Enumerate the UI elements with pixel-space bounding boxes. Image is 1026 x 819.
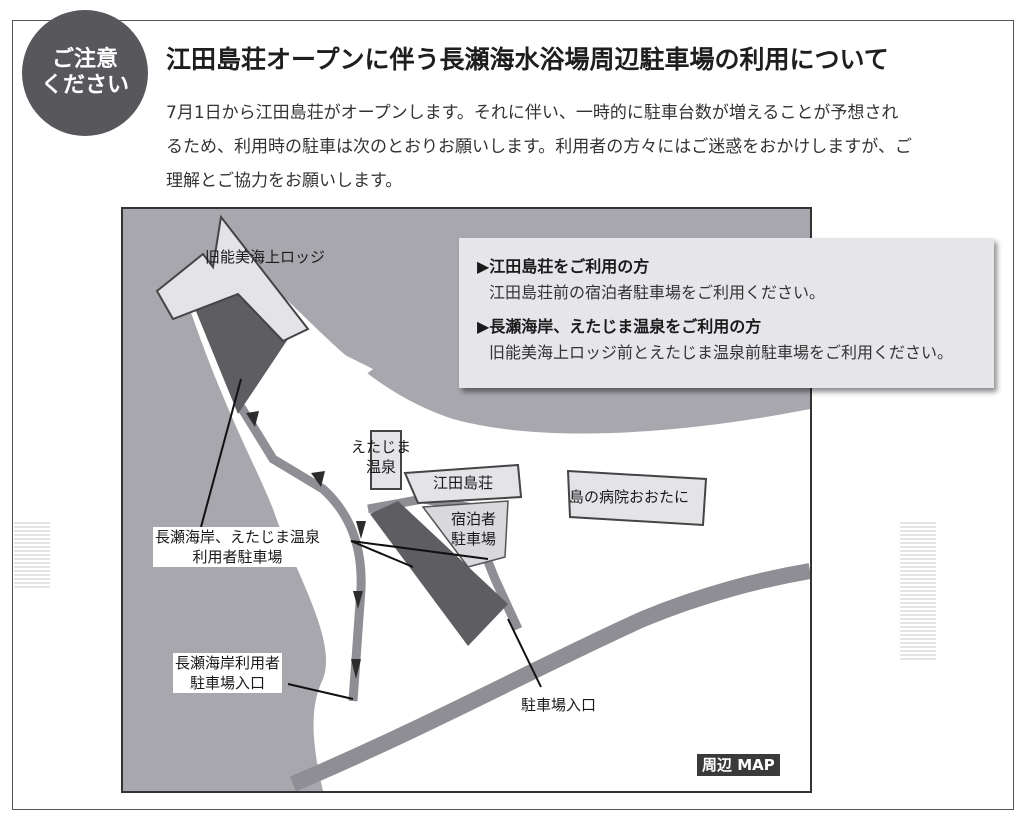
label-beach-parking: 長瀬海岸、えたじま温泉 利用者駐車場 — [153, 527, 323, 567]
arrow-1 — [351, 659, 361, 679]
label-guest-parking-line-2: 駐車場 — [451, 530, 497, 548]
main-road — [289, 563, 810, 791]
badge-line-1: ご注意 — [51, 47, 118, 72]
label-hospital: 島の病院おおたに — [569, 488, 690, 506]
guest-parking — [421, 500, 509, 568]
label-beach-entrance-line-1: 長瀬海岸利用者 — [175, 654, 281, 672]
label-beach-entrance-line-2: 駐車場入口 — [190, 674, 266, 692]
edge-decoration-left — [14, 520, 50, 590]
label-lodge: 旧能美海上ロッジ — [205, 248, 326, 266]
leader-onsen-parking-2 — [350, 540, 489, 560]
info-body-1: 江田島荘前の宿泊者駐車場をご利用ください。 — [489, 283, 826, 302]
leader-lines — [200, 378, 542, 700]
label-onsen: えたじま 温泉 — [351, 437, 411, 477]
access-road-beach — [237, 404, 366, 702]
edge-decoration-right — [900, 520, 936, 660]
leader-beach-entrance — [287, 683, 354, 700]
info-body-2: 旧能美海上ロッジ前とえたじま温泉前駐車場をご利用ください。 — [489, 343, 954, 362]
arrow-3 — [356, 521, 366, 539]
label-beach-parking-line-1: 長瀬海岸、えたじま温泉 — [155, 528, 321, 546]
arrow-4 — [311, 471, 325, 487]
label-guest-parking-line-1: 宿泊者 — [451, 510, 497, 528]
hospital-building — [566, 469, 708, 527]
direction-arrows — [246, 411, 366, 679]
intro-text: 7月1日から江田島荘がオープンします。それに伴い、一時的に駐車台数が増えることが… — [166, 96, 986, 198]
info-box: ▶江田島荘をご利用の方 江田島荘前の宿泊者駐車場をご利用ください。 ▶長瀬海岸、… — [459, 238, 994, 388]
arrow-5 — [246, 411, 259, 427]
label-edajimaso: 江田島荘 — [433, 474, 494, 492]
leader-parking-entrance — [507, 618, 542, 688]
caution-badge: ご注意 ください — [22, 10, 148, 136]
badge-line-2: ください — [40, 73, 129, 98]
leader-lodge-parking — [200, 378, 242, 528]
onsen-building — [370, 430, 402, 490]
intro-line-1: 7月1日から江田島荘がオープンします。それに伴い、一時的に駐車台数が増えることが… — [166, 103, 899, 123]
lodge-building — [155, 214, 310, 343]
map-tag: 周辺 MAP — [697, 754, 780, 776]
edajimaso-building — [403, 463, 523, 505]
label-guest-parking: 宿泊者 駐車場 — [451, 509, 496, 549]
label-onsen-line-1: えたじま — [351, 438, 412, 456]
onsen-parking — [370, 501, 508, 646]
arrow-2 — [353, 591, 363, 609]
leader-onsen-parking-1 — [350, 540, 414, 568]
page-title: 江田島荘オープンに伴う長瀬海水浴場周辺駐車場の利用について — [166, 45, 889, 74]
info-heading-1: ▶江田島荘をご利用の方 — [477, 257, 650, 276]
intro-line-3: 理解とご協力をお願いします。 — [166, 171, 403, 191]
info-heading-2: ▶長瀬海岸、えたじま温泉をご利用の方 — [477, 317, 762, 336]
label-beach-entrance: 長瀬海岸利用者 駐車場入口 — [173, 653, 283, 693]
intro-line-2: るため、利用時の駐車は次のとおりお願いします。利用者の方々にはご迷惑をおかけしま… — [166, 137, 912, 157]
label-parking-entrance: 駐車場入口 — [521, 696, 597, 714]
label-onsen-line-2: 温泉 — [366, 458, 397, 476]
label-beach-parking-line-2: 利用者駐車場 — [192, 548, 283, 566]
